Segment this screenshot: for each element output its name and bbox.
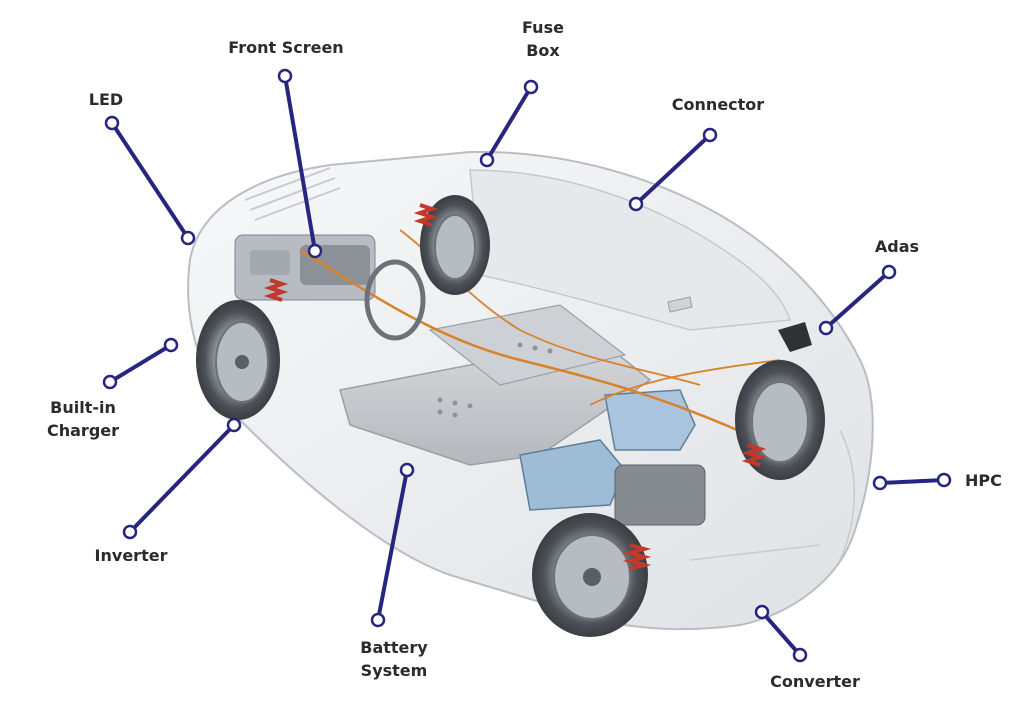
ring-built-in-charger-outer: [102, 374, 118, 390]
ring-built-in-charger-inner: [163, 337, 179, 353]
ring-inverter-inner: [226, 417, 242, 433]
ring-hpc-inner: [872, 475, 888, 491]
wiring-harness: [299, 248, 761, 442]
label-converter: Converter: [770, 670, 860, 693]
label-battery-system: Battery System: [360, 636, 427, 682]
ring-converter-outer: [792, 647, 808, 663]
leader-led: [110, 121, 190, 240]
leader-hpc: [878, 478, 946, 485]
label-battery-system-line2: System: [360, 661, 428, 680]
leader-adas: [824, 270, 891, 330]
label-built-in-charger-line2: Charger: [46, 421, 120, 440]
label-led: LED: [89, 88, 123, 111]
battery-pack-upper: [428, 304, 627, 386]
label-adas: Adas: [875, 235, 919, 258]
leader-front-screen: [283, 74, 317, 253]
ring-fuse-box-outer: [523, 79, 539, 95]
label-adas-text: Adas: [874, 237, 920, 256]
ring-adas-outer: [881, 264, 897, 280]
ring-battery-system-inner: [399, 462, 415, 478]
label-connector: Connector: [672, 93, 764, 116]
car-roof: [469, 169, 792, 331]
label-fuse-box: Fuse Box: [522, 16, 564, 62]
label-built-in-charger-line1: Built-in: [50, 398, 116, 417]
label-inverter-text: Inverter: [94, 546, 168, 565]
ring-converter-inner: [754, 604, 770, 620]
leader-built-in-charger: [108, 343, 173, 384]
leader-connector: [634, 133, 712, 206]
ring-fuse-box-inner: [479, 152, 495, 168]
wheel-front-left: [196, 300, 280, 420]
ring-front-screen-inner: [307, 243, 323, 259]
ring-battery-system-outer: [370, 612, 386, 628]
label-hpc: HPC: [965, 469, 1002, 492]
label-fuse-box-line1: Fuse: [522, 18, 564, 37]
label-built-in-charger: Built-in Charger: [47, 396, 119, 442]
label-hpc-text: HPC: [965, 471, 1002, 490]
wheel-rear-left: [532, 513, 648, 637]
label-converter-text: Converter: [770, 672, 860, 691]
ring-hpc-outer: [936, 472, 952, 488]
ring-led-outer: [104, 115, 120, 131]
label-connector-text: Connector: [671, 95, 765, 114]
label-fuse-box-line2: Box: [526, 41, 560, 60]
leader-converter: [760, 610, 802, 657]
label-led-text: LED: [88, 90, 124, 109]
label-battery-system-line1: Battery: [360, 638, 428, 657]
ring-led-inner: [180, 230, 196, 246]
label-front-screen: Front Screen: [228, 36, 343, 59]
ring-inverter-outer: [122, 524, 138, 540]
leader-inverter: [128, 423, 236, 534]
leader-fuse-box: [485, 85, 533, 162]
ring-connector-inner: [628, 196, 644, 212]
label-front-screen-text: Front Screen: [228, 38, 344, 57]
ring-front-screen-outer: [277, 68, 293, 84]
leader-battery-system: [376, 468, 409, 622]
label-inverter: Inverter: [95, 544, 168, 567]
wheel-front-right: [420, 195, 490, 295]
ring-adas-inner: [818, 320, 834, 336]
ring-connector-outer: [702, 127, 718, 143]
